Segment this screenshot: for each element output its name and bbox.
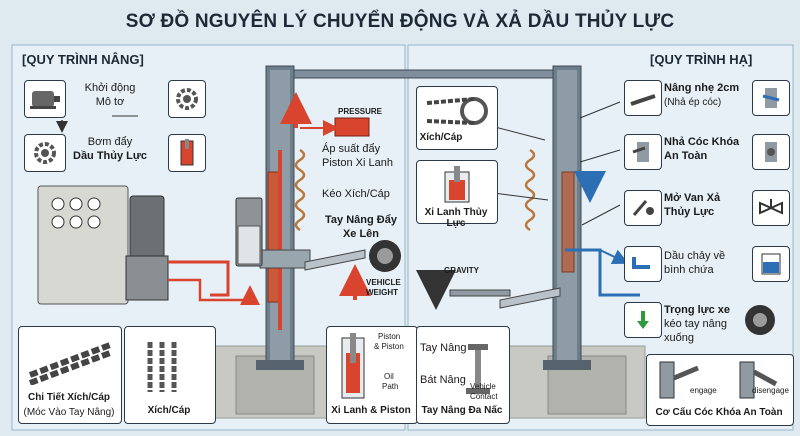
vehicle-contact-line2: Contact [470, 392, 498, 401]
lift-arm-label: Tay Nâng [420, 342, 467, 354]
oil-flow-icon [632, 257, 650, 269]
gear-icon [176, 88, 198, 110]
hydraulic-cylinder-icon [180, 139, 194, 166]
reservoir-icon-box [752, 246, 790, 282]
step-open-valve-line2: Thủy Lực [664, 206, 715, 218]
motor-pump [129, 195, 165, 259]
lock-pawl-icon [765, 142, 777, 162]
right-cylinder-label: Xi Lanh Thủy Lực [424, 207, 488, 229]
cylinder-icon-box [168, 134, 206, 172]
pressure-label: PRESSURE [338, 107, 383, 116]
down-arrow-icon [637, 311, 649, 329]
right-chain-box [416, 86, 498, 150]
push-pressure-line1: Áp suất đẩy [322, 143, 381, 155]
page-title: SƠ ĐỒ NGUYÊN LÝ CHUYỂN ĐỘNG VÀ XẢ DẦU TH… [125, 11, 675, 32]
multi-arm-label: Tay Nâng Đa Nấc [421, 405, 503, 416]
oil-return-icon-box [624, 246, 662, 282]
step-release-lock-line2: An Toàn [664, 150, 708, 162]
safety-lock-icon-box [624, 134, 662, 170]
pump-oil-line2: Dầu Thủy Lực [73, 150, 147, 162]
pressure-cylinder-icon [334, 117, 370, 137]
oil-path-line1: Oil [384, 372, 394, 381]
lock-mechanism-label: Cơ Cấu Cóc Khóa An Toàn [655, 407, 783, 418]
step-gravity-line3: xuống [664, 332, 694, 344]
right-cylinder-box [416, 160, 498, 224]
control-cabinet [37, 185, 129, 305]
chain-detail-line1: Chi Tiết Xích/Cáp [27, 392, 111, 403]
oil-path-line2: Path [382, 382, 399, 391]
lift-arm-line2: Xe Lên [342, 228, 380, 240]
step-lift-2cm-line1: Nâng nhẹ 2cm [664, 82, 740, 94]
step-oil-return-line2: bình chứa [664, 264, 714, 276]
disengage-label: disengage [752, 386, 789, 395]
gear-icon [34, 142, 56, 164]
gravity-label: GRAVITY [444, 266, 479, 275]
chain-cable-box [124, 326, 216, 424]
step-release-lock-line1: Nhả Cóc Khóa [664, 136, 740, 148]
vehicle-weight-line2: WEIGHT [366, 288, 398, 297]
piston-line1: Piston [378, 332, 401, 341]
step-lift-2cm-line2: (Nhả ép cóc) [664, 97, 722, 108]
lower-process-heading: [QUY TRÌNH HẠ] [650, 52, 753, 67]
valve-icon [759, 199, 783, 215]
valve-icon-box [752, 190, 790, 226]
gear-icon-box [168, 80, 206, 118]
gravity-lower-icon-box [624, 302, 662, 338]
chain-icon [28, 342, 112, 385]
cylinder-piston-box [326, 326, 418, 424]
lift-arm-line1: Tay Nâng Đẩy [325, 214, 397, 226]
oil-tank-icon [761, 253, 781, 275]
piston-line2: & Piston [374, 342, 404, 351]
motor-icon [30, 91, 60, 109]
hand-lever-icon [632, 200, 654, 216]
chain-detail-line2: (Móc Vào Tay Nâng) [23, 407, 115, 418]
right-chain-label: Xích/Cáp [419, 132, 463, 143]
pump-gear-icon-box [24, 134, 66, 172]
multi-arm-box [416, 326, 510, 424]
pump-oil-line1: Bơm đẩy [87, 136, 133, 148]
safety-lock-icon [632, 142, 649, 162]
motor-icon-box [24, 80, 66, 118]
lift-process-heading: [QUY TRÌNH NÂNG] [22, 52, 144, 67]
step-gravity-line2: kéo tay nâng [664, 318, 727, 330]
pull-chain-label: Kéo Xích/Cáp [322, 188, 390, 200]
hydraulic-cylinder-icon [444, 166, 470, 203]
cylinder-piston-label: Xi Lanh & Piston [331, 405, 411, 416]
valve-handle-icon-box [624, 190, 662, 226]
lock-detail-icon-box [752, 134, 790, 170]
vehicle-contact-line1: Vehicle [470, 382, 496, 391]
ratchet-icon [762, 88, 780, 108]
chain-detail-box [18, 326, 122, 424]
ratchet-pawl-icon [659, 361, 778, 399]
step-oil-return-line1: Dầu chảy về [664, 250, 726, 262]
lift-pad-label: Bát Nâng [420, 374, 466, 386]
engage-label: engage [690, 386, 717, 395]
lift-pad-icon [466, 344, 490, 394]
cable-icon [147, 342, 177, 392]
start-motor-line1: Khởi động [84, 82, 136, 94]
lift-arm-icon [630, 94, 656, 106]
step-gravity-line1: Trọng lực xe [664, 304, 731, 316]
step-open-valve-line1: Mở Van Xả [664, 192, 721, 204]
push-pressure-line2: Piston Xi Lanh [322, 157, 393, 169]
start-motor-line2: Mô tơ [95, 96, 125, 108]
chain-cable-label: Xích/Cáp [147, 405, 191, 416]
lock-release-icon-box [752, 80, 790, 116]
chain-sprocket-icon [426, 97, 488, 125]
vehicle-weight-line1: VEHICLE [366, 278, 401, 287]
piston-icon [341, 333, 365, 399]
lock-mechanism-box [646, 354, 794, 426]
lift-2cm-icon-box [624, 80, 662, 116]
